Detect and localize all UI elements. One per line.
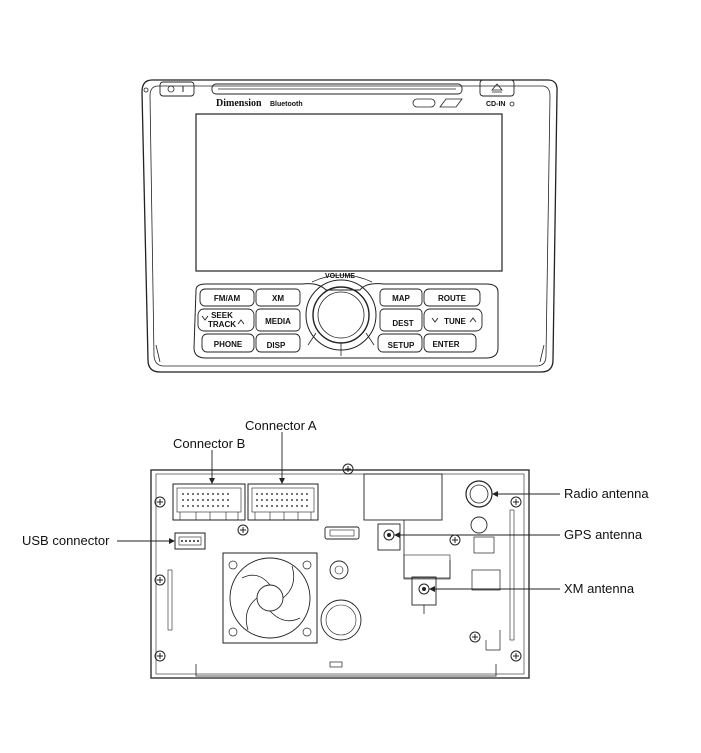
connector-b-label: Connector B xyxy=(173,436,245,451)
chevron-down-icon xyxy=(431,317,439,323)
xm-antenna-label: XM antenna xyxy=(564,581,635,596)
gps-antenna-port[interactable] xyxy=(377,523,401,551)
connector-a[interactable] xyxy=(247,483,319,521)
eject-icon xyxy=(491,83,503,93)
svg-text:ROUTE: ROUTE xyxy=(438,294,467,303)
usb-connector-label: USB connector xyxy=(22,533,110,548)
gps-antenna-label: GPS antenna xyxy=(564,527,643,542)
media-button[interactable]: MEDIA xyxy=(255,308,301,332)
seek-track-button[interactable]: SEEK TRACK xyxy=(197,308,255,332)
dest-button[interactable]: DEST xyxy=(379,308,423,332)
svg-text:MEDIA: MEDIA xyxy=(265,317,291,326)
volume-knob[interactable] xyxy=(305,279,377,356)
mounting-screw xyxy=(510,496,522,508)
chevron-up-icon xyxy=(469,317,477,323)
svg-text:PHONE: PHONE xyxy=(214,340,243,349)
head-unit-front: CD-IN Dimension Bluetooth VOLUME FM/AM xyxy=(141,79,558,373)
svg-text:TUNE: TUNE xyxy=(444,317,466,326)
phone-button[interactable]: PHONE xyxy=(201,333,255,353)
mounting-screw xyxy=(154,650,166,662)
chevron-up-icon xyxy=(237,319,245,325)
enter-button[interactable]: ENTER xyxy=(423,333,477,353)
round-cutout xyxy=(320,599,362,641)
chevron-down-icon xyxy=(201,315,209,321)
power-icon xyxy=(167,85,175,93)
cooling-fan xyxy=(222,552,318,644)
media-logos xyxy=(412,98,463,108)
radio-antenna-port[interactable] xyxy=(465,480,493,508)
connector-b[interactable] xyxy=(172,483,246,521)
tune-button[interactable]: TUNE xyxy=(423,308,483,332)
xm-button[interactable]: XM xyxy=(255,288,301,307)
brand-logo: Dimension xyxy=(216,98,262,109)
cd-slot[interactable] xyxy=(211,83,463,95)
mounting-screw xyxy=(342,463,354,475)
svg-text:MAP: MAP xyxy=(392,294,410,303)
svg-text:TRACK: TRACK xyxy=(208,320,236,329)
disp-button[interactable]: DISP xyxy=(255,333,301,353)
svg-text:DEST: DEST xyxy=(392,319,413,328)
setup-button[interactable]: SETUP xyxy=(377,333,423,353)
usb-connector[interactable] xyxy=(174,532,206,550)
display-screen[interactable] xyxy=(195,113,503,272)
bluetooth-logo: Bluetooth xyxy=(270,101,303,108)
mounting-screw xyxy=(237,524,249,536)
xm-antenna-port[interactable] xyxy=(411,576,437,614)
svg-text:DISP: DISP xyxy=(267,341,286,350)
svg-text:XM: XM xyxy=(272,294,284,303)
volume-label: VOLUME xyxy=(325,273,355,280)
radio-antenna-label: Radio antenna xyxy=(564,486,649,501)
power-button[interactable] xyxy=(159,81,195,97)
svg-text:SEEK: SEEK xyxy=(211,311,233,320)
mounting-screw xyxy=(469,631,481,643)
route-button[interactable]: ROUTE xyxy=(423,288,481,307)
svg-text:ENTER: ENTER xyxy=(432,340,459,349)
rear-panel xyxy=(150,463,530,679)
cd-in-indicator xyxy=(509,101,515,107)
callout-leaders xyxy=(117,432,560,592)
map-button[interactable]: MAP xyxy=(379,288,423,307)
eject-button[interactable] xyxy=(479,79,515,97)
round-port xyxy=(329,560,349,580)
mounting-screw xyxy=(449,534,461,546)
connector-a-label: Connector A xyxy=(245,418,317,433)
mounting-screw xyxy=(154,496,166,508)
svg-text:FM/AM: FM/AM xyxy=(214,294,241,303)
reset-hole xyxy=(143,87,149,93)
mounting-screw xyxy=(510,650,522,662)
svg-text:SETUP: SETUP xyxy=(388,341,415,350)
fm-am-button[interactable]: FM/AM xyxy=(199,288,255,307)
cd-in-label: CD-IN xyxy=(486,101,505,108)
mounting-screw xyxy=(154,574,166,586)
aux-port[interactable] xyxy=(324,526,360,540)
